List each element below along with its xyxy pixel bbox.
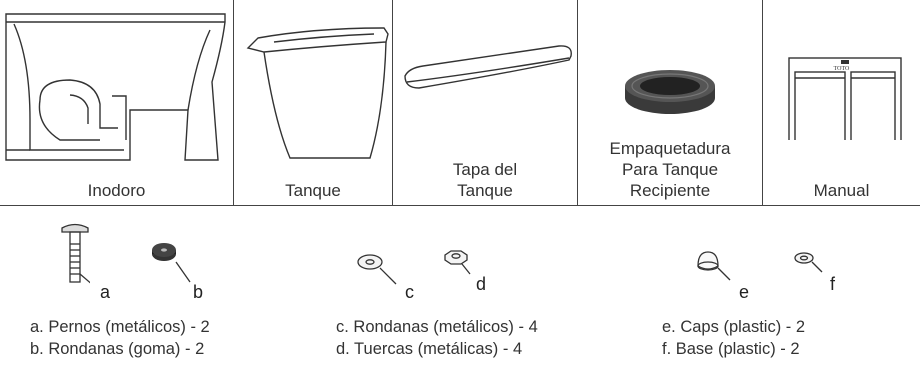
label-tanque: Tanque <box>285 181 341 200</box>
part-description-e: e. Caps (plastic) - 2 <box>662 318 806 336</box>
bolt-icon <box>61 223 90 284</box>
label-manual: Manual <box>813 181 870 200</box>
label-inodoro: Inodoro <box>87 181 146 200</box>
label-empaquetadura: Empaquetadura Para Tanque Recipiente <box>609 139 731 200</box>
metal-washer-icon <box>357 254 397 285</box>
part-letter-c: c <box>405 282 414 302</box>
part-letter-d: d <box>476 274 487 294</box>
parts-group-3: e. Caps (plastic) - 2 f. Base (plastic) … <box>662 316 805 360</box>
toilet-bowl-icon <box>5 13 226 161</box>
cell-tapa: Tapa del Tanque <box>393 0 578 206</box>
cell-empaquetadura: Empaquetadura Para Tanque Recipiente <box>578 0 763 206</box>
label-tapa: Tapa del Tanque <box>452 160 518 200</box>
part-description-d: d. Tuercas (metálicas) - 4 <box>336 340 523 358</box>
manual-brand-text: TOTO <box>833 66 850 72</box>
part-letter-a: a <box>100 282 111 302</box>
tank-gasket-icon <box>625 70 715 114</box>
part-description-a: a. Pernos (metálicos) - 2 <box>30 318 210 336</box>
cap-icon <box>697 251 731 281</box>
cell-manual: TOTO Manual <box>763 0 920 206</box>
cell-inodoro: Inodoro <box>0 0 234 206</box>
tank-icon <box>246 27 389 159</box>
rubber-washer-icon <box>152 243 191 283</box>
components-table: Inodoro Tanque Tapa del Tanque <box>0 0 920 206</box>
manual-icon <box>788 57 902 140</box>
part-description-c: c. Rondanas (metálicos) - 4 <box>336 318 538 336</box>
tank-lid-icon <box>404 45 572 89</box>
part-letter-b: b <box>193 282 204 302</box>
part-letter-f: f <box>830 274 836 294</box>
nut-icon <box>444 250 471 275</box>
base-icon <box>794 252 823 273</box>
parts-group-2: c. Rondanas (metálicos) - 4 d. Tuercas (… <box>336 316 538 360</box>
parts-group-1: a. Pernos (metálicos) - 2 b. Rondanas (g… <box>30 316 210 360</box>
part-description-f: f. Base (plastic) - 2 <box>662 340 800 358</box>
part-letter-e: e <box>739 282 750 302</box>
cell-tanque: Tanque <box>234 0 393 206</box>
part-description-b: b. Rondanas (goma) - 2 <box>30 340 205 358</box>
